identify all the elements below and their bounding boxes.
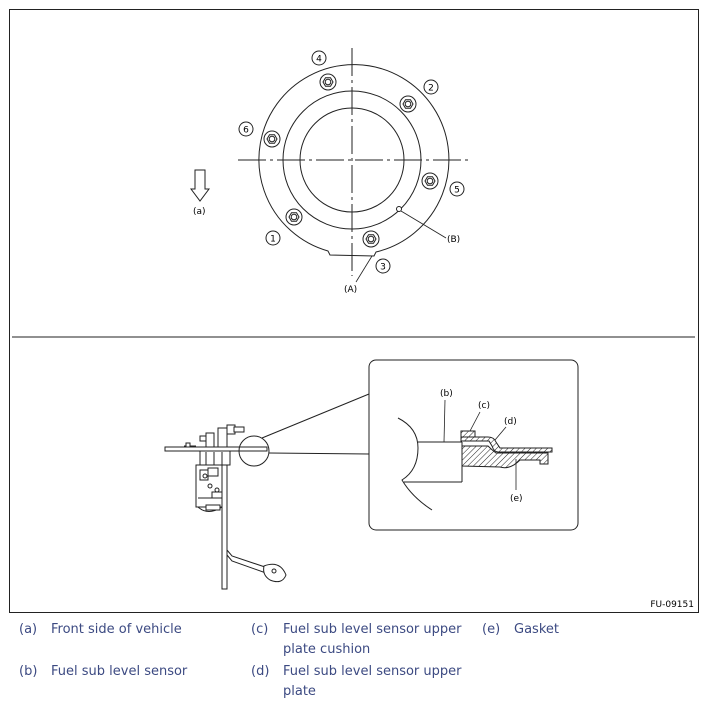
flange-outer-edge [258,64,450,257]
legend-key: (b) [19,664,38,679]
flange-plan-view: 1 2 3 4 5 6 (B) (A) (a) [190,48,468,295]
svg-text:1: 1 [270,235,276,245]
detail-label-c: (c) [478,401,490,411]
bolt-number-1: 1 [265,230,281,246]
bolt-number-6: 6 [238,121,254,137]
svg-text:6: 6 [243,126,249,136]
bolt-number-5: 5 [449,181,465,197]
detail-zoom-view: (b) (c) (d) (e) [368,359,579,531]
cushion-part [460,430,476,438]
label-B: (B) [447,235,460,245]
figure-code: FU-09151 [650,600,694,610]
bolt-4 [319,73,337,91]
bolt-2 [399,95,417,113]
sensor-side-view [164,393,370,590]
legend-text: Gasket [514,622,559,637]
detail-label-d: (d) [504,417,517,427]
bolt-number-3: 3 [375,258,391,274]
legend-text: Fuel sub level sensor upper plate [283,664,462,699]
bolt-1 [285,208,303,226]
legend-text: Fuel sub level sensor [51,664,188,679]
bolt-3 [362,230,380,248]
detail-box [368,359,579,531]
detail-label-e: (e) [510,494,523,504]
svg-text:2: 2 [428,84,434,94]
legend-key: (c) [251,622,269,637]
detail-zoom-circle [238,435,270,467]
technical-diagram: 1 2 3 4 5 6 (B) (A) (a) [9,9,699,613]
bolt-number-4: 4 [311,50,327,66]
gasket-part [461,445,549,469]
upper-plate-part [460,436,553,453]
svg-text:4: 4 [316,55,322,65]
legend-key: (d) [251,664,270,679]
legend-text: Front side of vehicle [51,622,182,637]
figure-frame [9,9,699,613]
svg-text:5: 5 [454,186,460,196]
legend-text: Fuel sub level sensor upper plate cushio… [283,622,462,657]
legend-key: (a) [19,622,38,637]
legend-key: (e) [482,622,501,637]
label-a: (a) [193,207,206,217]
bolt-6 [263,130,281,148]
leader-a [355,255,373,283]
detail-label-b: (b) [440,389,453,399]
label-A: (A) [344,285,357,295]
bolt-number-2: 2 [423,79,439,95]
front-direction-arrow-icon [190,169,210,202]
leader-b [400,210,447,239]
svg-text:3: 3 [380,263,386,273]
bolt-5 [421,172,439,190]
mark-b-hole [396,206,402,212]
